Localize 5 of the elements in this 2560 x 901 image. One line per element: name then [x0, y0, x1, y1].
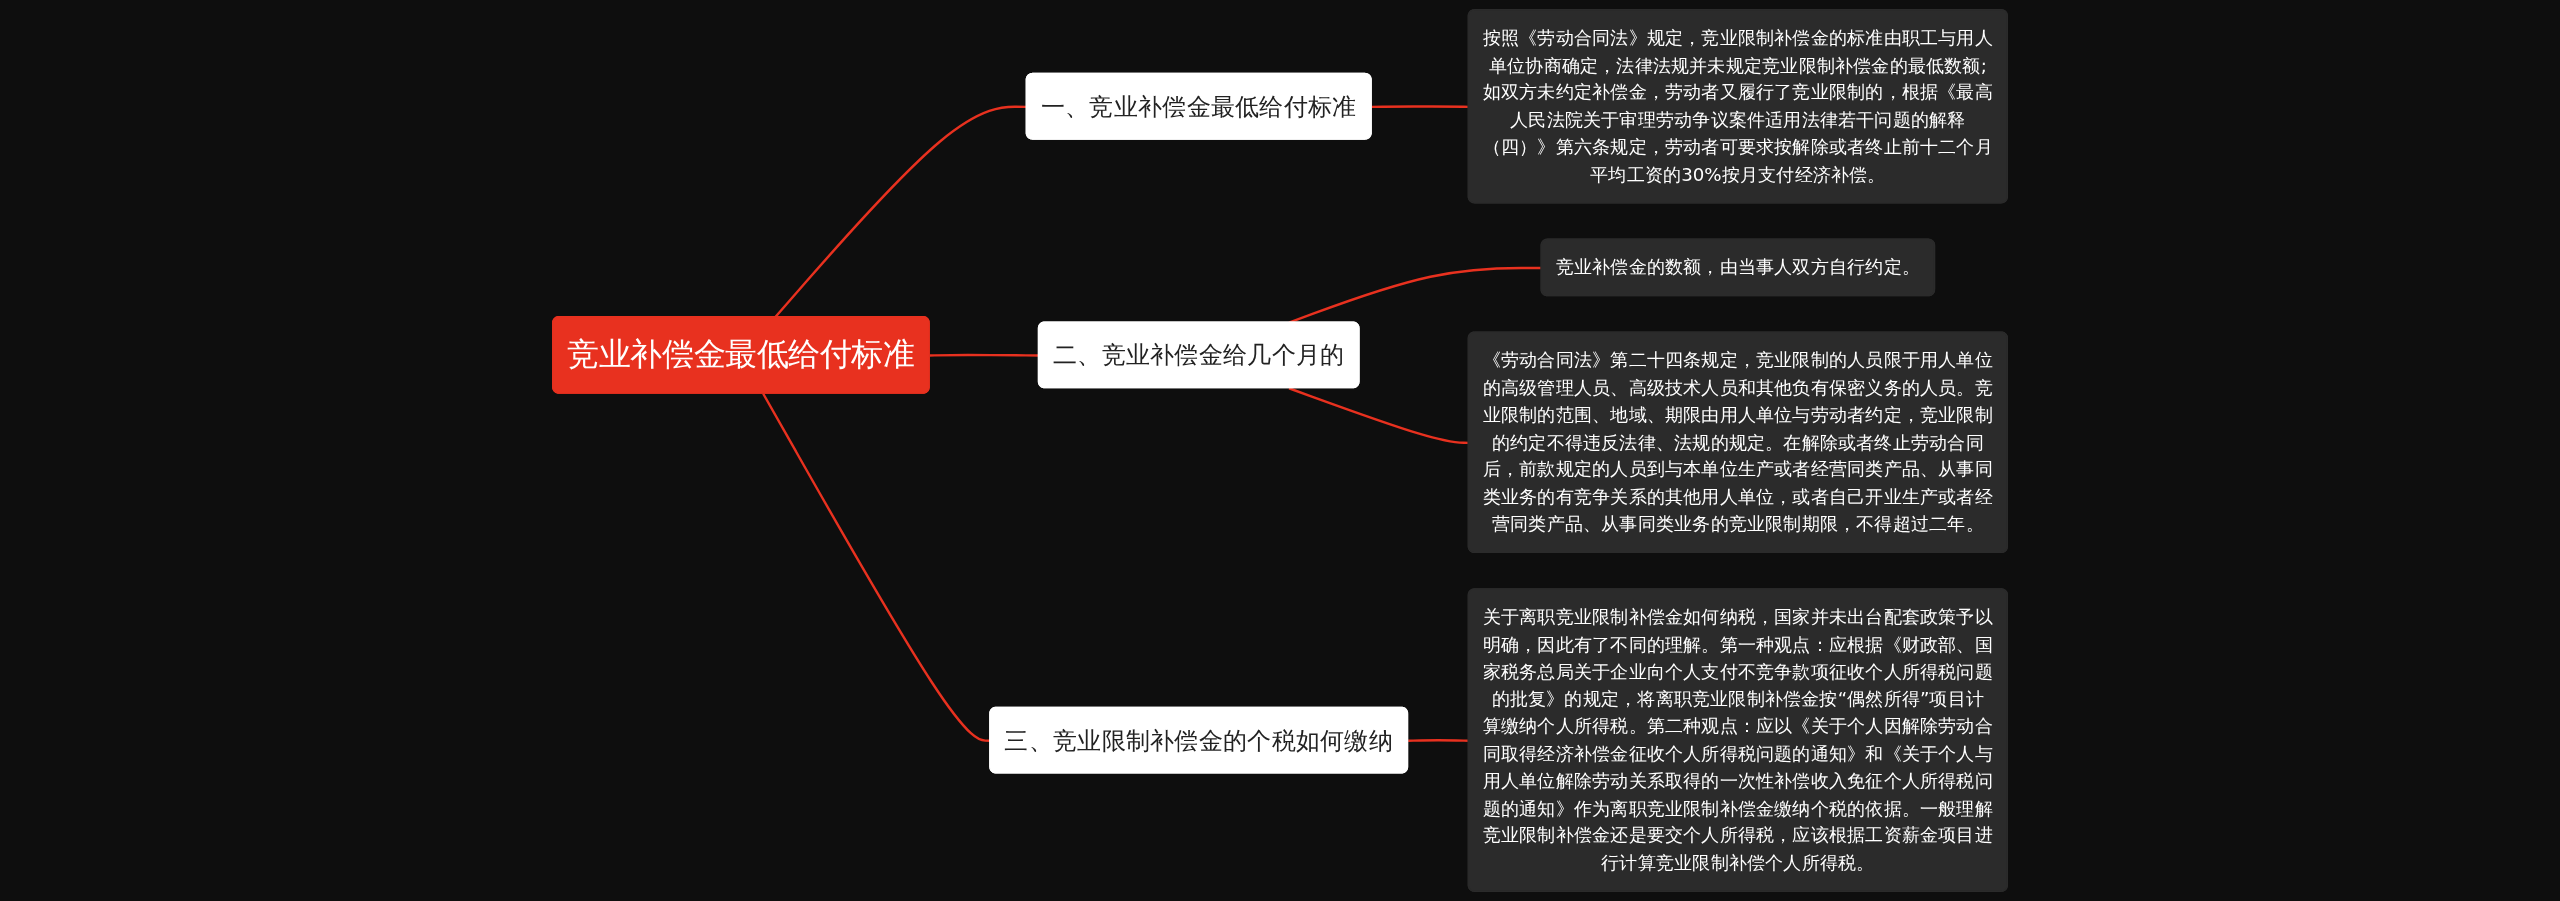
connector — [929, 353, 1039, 357]
connector — [1288, 387, 1469, 445]
connector — [1371, 105, 1469, 109]
connector — [1408, 739, 1469, 742]
connector — [1288, 266, 1542, 324]
